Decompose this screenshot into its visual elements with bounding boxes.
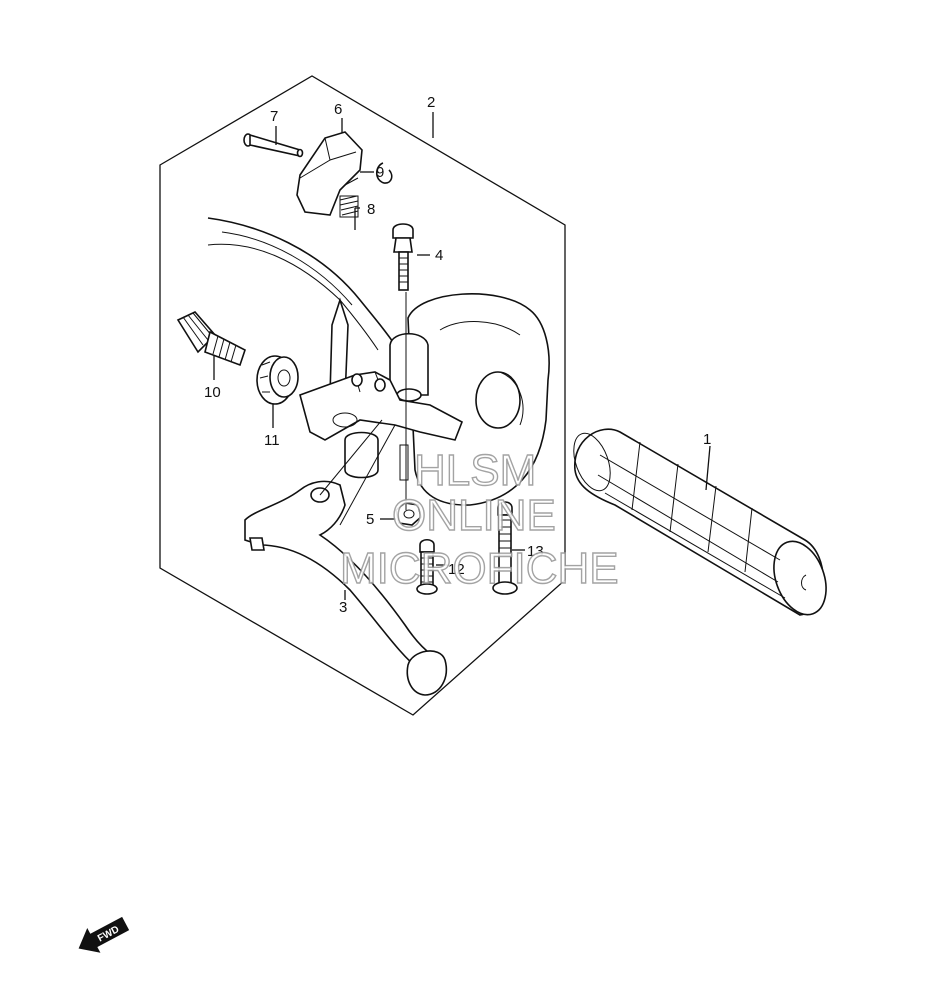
- label-part-4: 4: [435, 247, 443, 264]
- fwd-arrow: FWD: [78, 916, 130, 953]
- label-part-8: 8: [367, 201, 375, 218]
- lever-holder: [299, 293, 550, 506]
- watermark-line-3: MICROFICHE: [340, 544, 619, 593]
- part-7-pin: [243, 133, 304, 158]
- label-part-9: 9: [376, 164, 384, 181]
- fwd-arrow-text: FWD: [96, 924, 121, 944]
- part-9-clip: [375, 162, 393, 184]
- label-part-6: 6: [334, 101, 342, 118]
- part-11-nut: [256, 355, 299, 405]
- watermark-line-1: HLSM: [414, 446, 536, 495]
- label-part-13: 13: [527, 543, 544, 560]
- part-10-adjuster: [176, 311, 246, 367]
- watermark-line-2: ONLINE: [392, 491, 556, 540]
- part-8-spring: [339, 195, 359, 218]
- part-3-lever: [244, 480, 447, 696]
- label-part-5: 5: [366, 511, 374, 528]
- label-part-1: 1: [703, 431, 711, 448]
- part-labels: 1 2 3 4 5 6 7 8 9 10 11 12 13: [204, 94, 711, 616]
- leader-lines: [213, 112, 711, 600]
- part-4-bolt: [392, 223, 414, 291]
- label-part-7: 7: [270, 108, 278, 125]
- watermark: HLSM ONLINE MICROFICHE: [339, 445, 619, 593]
- label-part-3: 3: [339, 599, 347, 616]
- label-part-11: 11: [264, 432, 280, 449]
- part-6-switch: [296, 131, 363, 216]
- part-12-bolt: [416, 538, 438, 595]
- label-part-2: 2: [427, 94, 435, 111]
- part-13-bolt: [492, 501, 518, 595]
- part-1-grip: [573, 428, 827, 616]
- label-part-12: 12: [448, 561, 465, 578]
- assembly-outline: [159, 75, 566, 716]
- label-part-10: 10: [204, 384, 221, 401]
- part-5-nut: [395, 502, 422, 526]
- cable: [207, 217, 396, 399]
